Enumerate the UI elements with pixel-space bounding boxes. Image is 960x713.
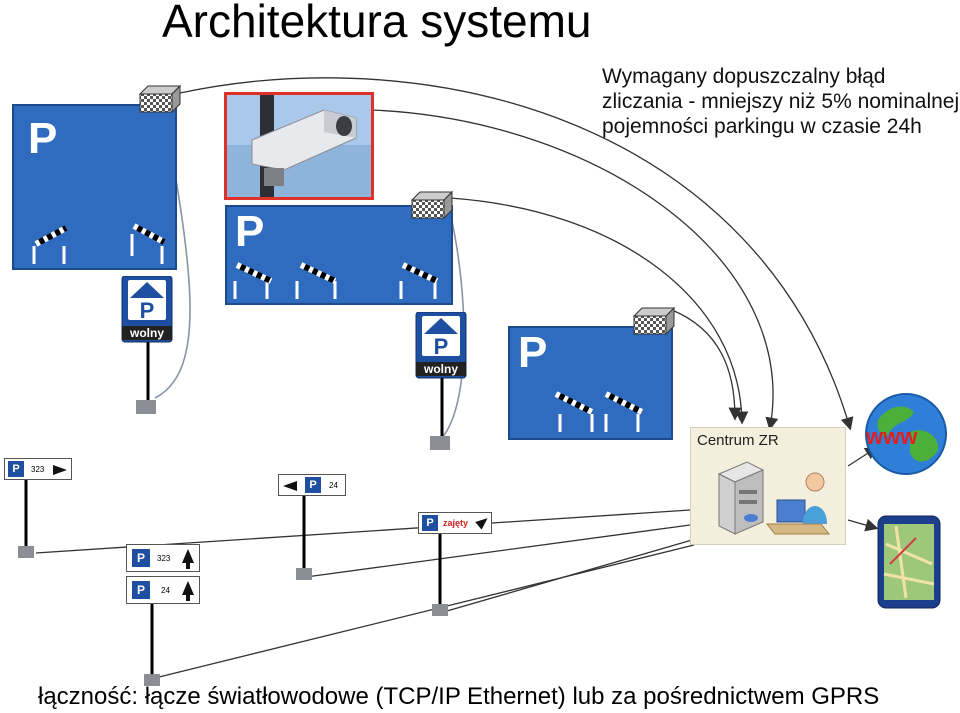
parking-icon: P xyxy=(305,477,321,493)
link-counter2-center xyxy=(449,197,749,425)
link-sign-d xyxy=(154,544,695,679)
parking-icon: P xyxy=(132,549,150,567)
globe-icon xyxy=(865,393,947,475)
parking-availability-sign: P xyxy=(415,312,467,450)
arrow-right-icon xyxy=(53,465,67,475)
barrier-gates-icon xyxy=(32,223,166,264)
link-counter1-center xyxy=(179,77,854,431)
link-sign-b xyxy=(305,524,691,578)
parking-icon: P xyxy=(422,515,438,531)
parking-availability-sign: P xyxy=(121,276,173,414)
svg-text:P: P xyxy=(140,298,155,323)
parking-lot-3: P xyxy=(508,326,673,440)
sign-post xyxy=(18,480,34,558)
parking-icon: P xyxy=(132,581,150,599)
guide-sign-number: 24 xyxy=(161,586,170,595)
guide-sign-number: 323 xyxy=(157,554,171,563)
guide-sign-right: P 323 xyxy=(4,458,72,480)
guide-sign-straight: P 323 xyxy=(126,544,200,572)
connectivity-footer: łączność: łącze światłowodowe (TCP/IP Et… xyxy=(38,683,880,710)
sign-post xyxy=(432,534,448,616)
link-center-phone xyxy=(847,518,879,532)
parking-icon: P xyxy=(8,461,24,477)
guide-sign-number: 24 xyxy=(329,481,338,490)
link-counter3-center xyxy=(671,309,742,421)
sign-post xyxy=(144,604,160,686)
arrow-diagonal-icon xyxy=(475,514,491,530)
barrier-gates-icon xyxy=(554,391,644,432)
svg-text:P: P xyxy=(434,334,449,359)
parking-letter: P xyxy=(28,114,58,163)
arrow-up-icon xyxy=(182,549,194,563)
guide-sign-straight: P 24 xyxy=(126,576,200,604)
control-center-label: Centrum ZR xyxy=(697,432,779,449)
guide-sign-left: P 24 xyxy=(278,474,346,496)
counter-sensor-icon xyxy=(410,190,454,220)
arrow-left-icon xyxy=(283,481,297,491)
control-center-box: Centrum ZR xyxy=(690,427,846,545)
sign-post xyxy=(296,496,312,580)
server-operator-icon xyxy=(717,461,831,535)
counter-sensor-icon xyxy=(632,306,676,336)
counter-sensor-icon xyxy=(138,84,182,114)
free-label: wolny xyxy=(122,326,172,340)
guide-sign-occupied: P zajęty xyxy=(418,512,492,534)
www-label: www xyxy=(866,424,918,449)
page-title: Architektura systemu xyxy=(162,0,592,47)
parking-letter: P xyxy=(518,328,548,377)
parking-lot-2: P xyxy=(225,205,453,305)
accuracy-requirement-note: Wymagany dopuszczalny błąd zliczania - m… xyxy=(602,65,960,138)
link-camera-center xyxy=(371,109,779,431)
camera-photo xyxy=(224,92,374,200)
occupied-label: zajęty xyxy=(443,518,469,528)
free-label: wolny xyxy=(416,362,466,376)
guide-sign-number: 323 xyxy=(31,465,45,474)
mobile-navigation-device-icon xyxy=(877,515,941,609)
arrow-up-icon xyxy=(182,581,194,595)
parking-letter: P xyxy=(235,207,265,256)
parking-lot-1: P xyxy=(12,104,177,270)
barrier-gates-icon xyxy=(233,262,439,299)
